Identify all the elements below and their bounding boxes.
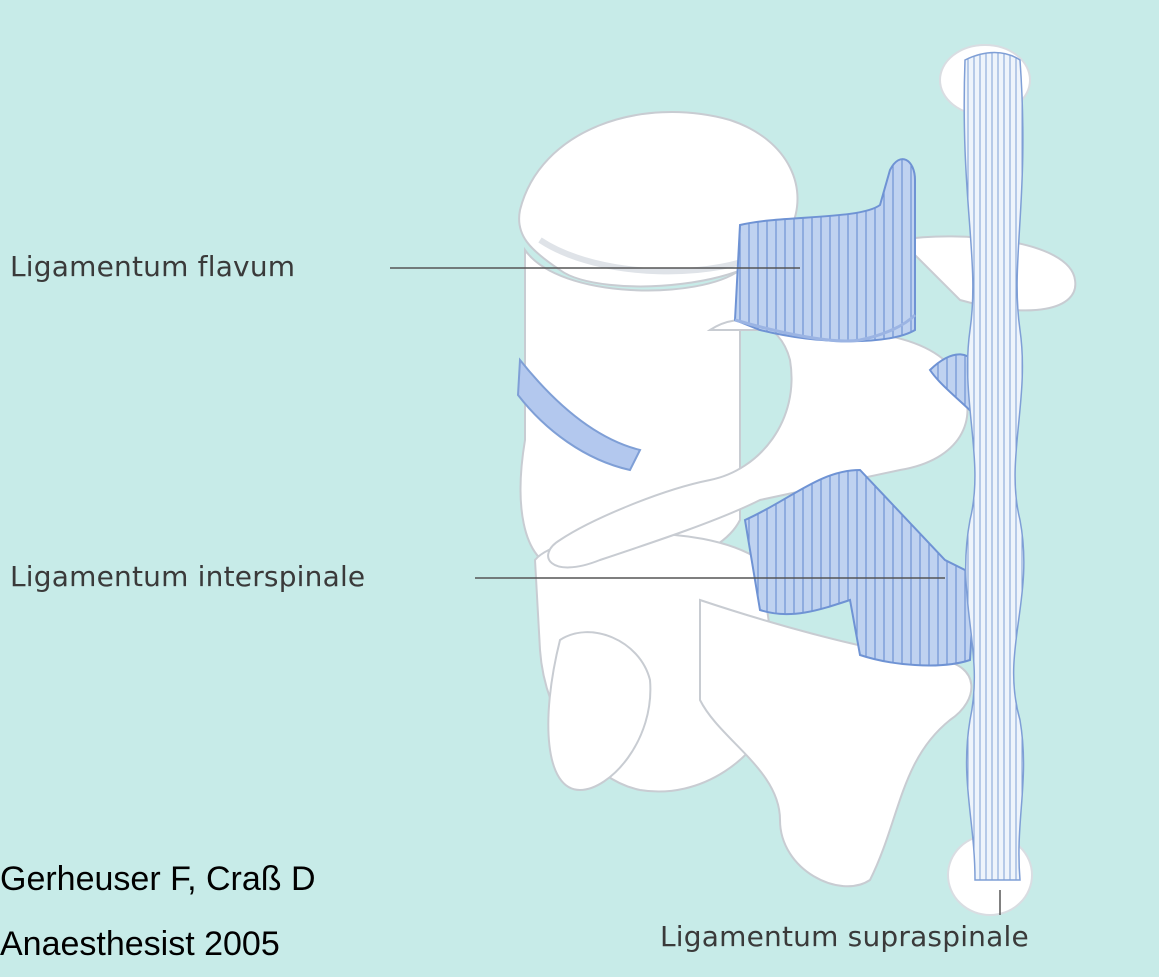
- ligamentum-supraspinale-shape: [940, 45, 1032, 915]
- citation-authors: Gerheuser F, Craß D: [0, 860, 316, 899]
- citation-journal: Anaesthesist 2005: [0, 925, 280, 964]
- label-ligamentum-supraspinale: Ligamentum supraspinale: [660, 920, 1029, 953]
- label-ligamentum-interspinale: Ligamentum interspinale: [10, 560, 365, 593]
- label-ligamentum-flavum: Ligamentum flavum: [10, 250, 295, 283]
